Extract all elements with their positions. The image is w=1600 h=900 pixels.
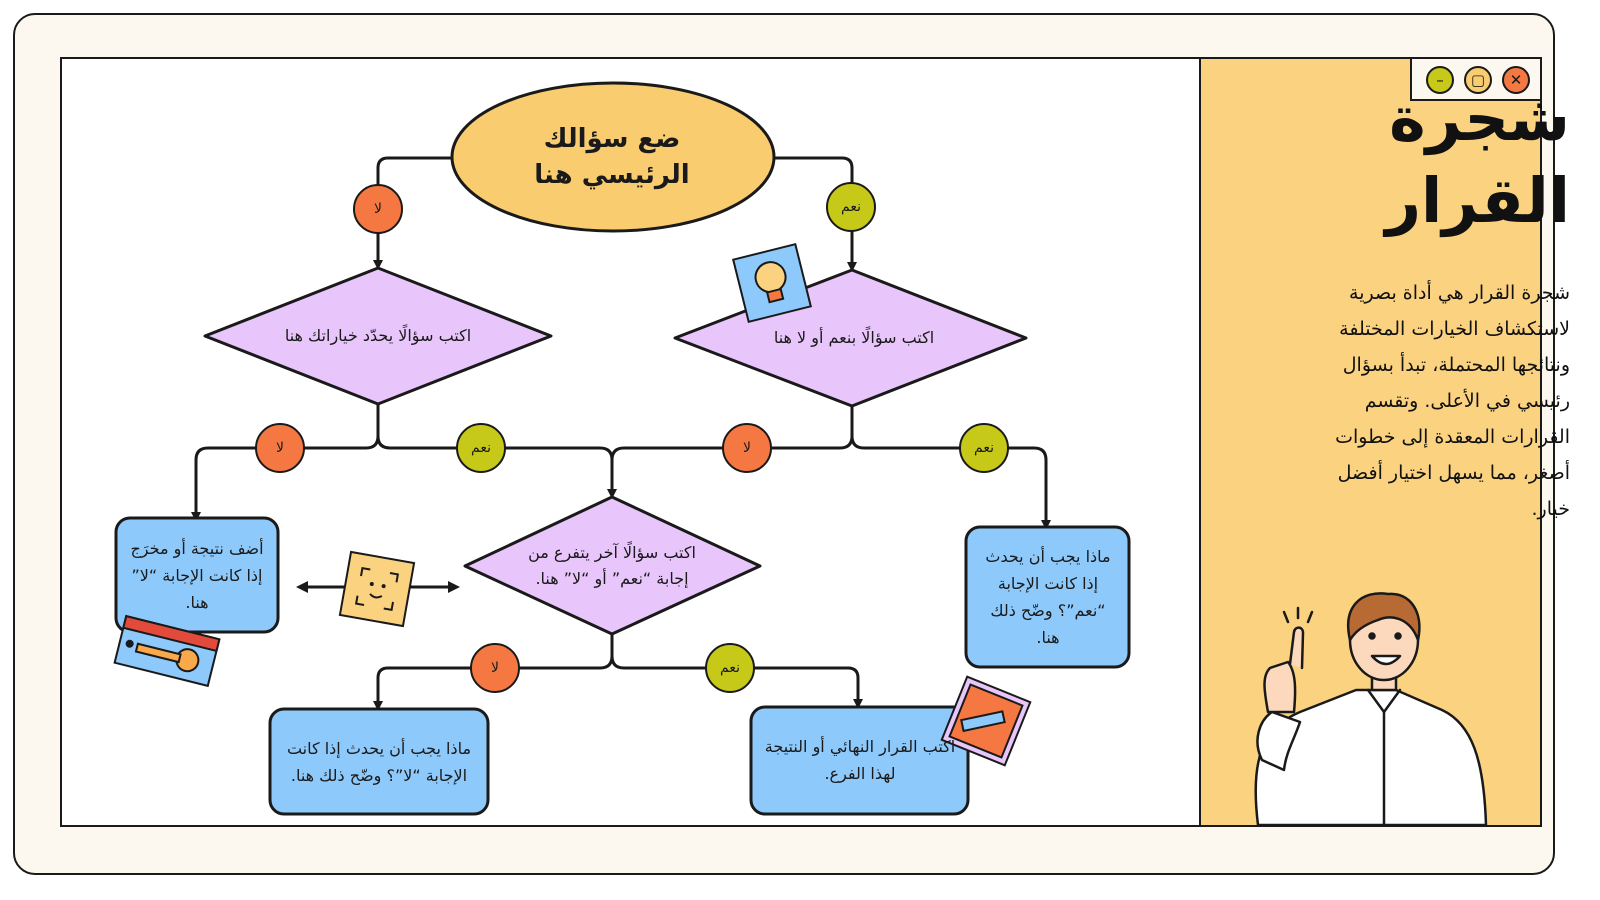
box-outcome-left — [114, 516, 280, 634]
outcome-bottom-right-text: اكتب القرار النهائي أو النتيجة لهذا الفر… — [764, 737, 956, 783]
diamond-no-branch — [203, 266, 553, 406]
outcome-bottom-left-text: ماذا يجب أن يحدث إذا كانت الإجابة “لا”؟ … — [286, 739, 472, 785]
connector-main-no — [373, 156, 452, 270]
connector-middle-yes — [610, 655, 863, 709]
outcome-left-text: أضف نتيجة أو مخرَج إذا كانت الإجابة “لا”… — [130, 538, 264, 612]
badge-yes: نعم — [826, 182, 876, 232]
minimize-icon[interactable]: – — [1426, 66, 1454, 94]
box-outcome-bottom-right — [749, 705, 970, 816]
lightbulb-icon — [731, 242, 813, 324]
question-middle-text: اكتب سؤالًا آخر يتفرع من إجابة “نعم” أو … — [528, 543, 696, 588]
box-outcome-bottom-left — [268, 707, 490, 816]
badge-no: لا — [255, 423, 305, 473]
maximize-icon[interactable]: ▢ — [1464, 66, 1492, 94]
close-icon[interactable]: ✕ — [1502, 66, 1530, 94]
badge-yes: نعم — [959, 423, 1009, 473]
question-yes-branch-text: اكتب سؤالًا بنعم أو لا هنا — [773, 328, 935, 347]
question-no-branch-text: اكتب سؤالًا يحدّد خياراتك هنا — [284, 326, 472, 345]
face-scan-icon — [338, 550, 416, 628]
window-controls: – ▢ ✕ — [1410, 59, 1540, 101]
outcome-right-text: ماذا يجب أن يحدث إذا كانت الإجابة “نعم”؟… — [985, 547, 1111, 647]
badge-yes: نعم — [456, 423, 506, 473]
badge-yes: نعم — [705, 643, 755, 693]
badge-no: لا — [722, 423, 772, 473]
box-outcome-right — [964, 525, 1131, 669]
diamond-middle — [463, 495, 762, 636]
connector-right-yes — [850, 435, 1051, 530]
diamond-yes-branch — [673, 268, 1028, 408]
sidebar-description: شجرة القرار هي أداة بصرية لاستكشاف الخيا… — [1335, 282, 1570, 520]
key-icon — [113, 614, 221, 688]
page-title: شجرة القرار — [1385, 82, 1570, 237]
main-question-oval — [450, 81, 776, 233]
main-question-text: ضع سؤالك الرئيسي هنا — [534, 124, 690, 190]
connector-main-yes — [775, 156, 857, 272]
pencil-icon — [940, 675, 1032, 767]
badge-no: لا — [353, 184, 403, 234]
badge-no: لا — [470, 643, 520, 693]
